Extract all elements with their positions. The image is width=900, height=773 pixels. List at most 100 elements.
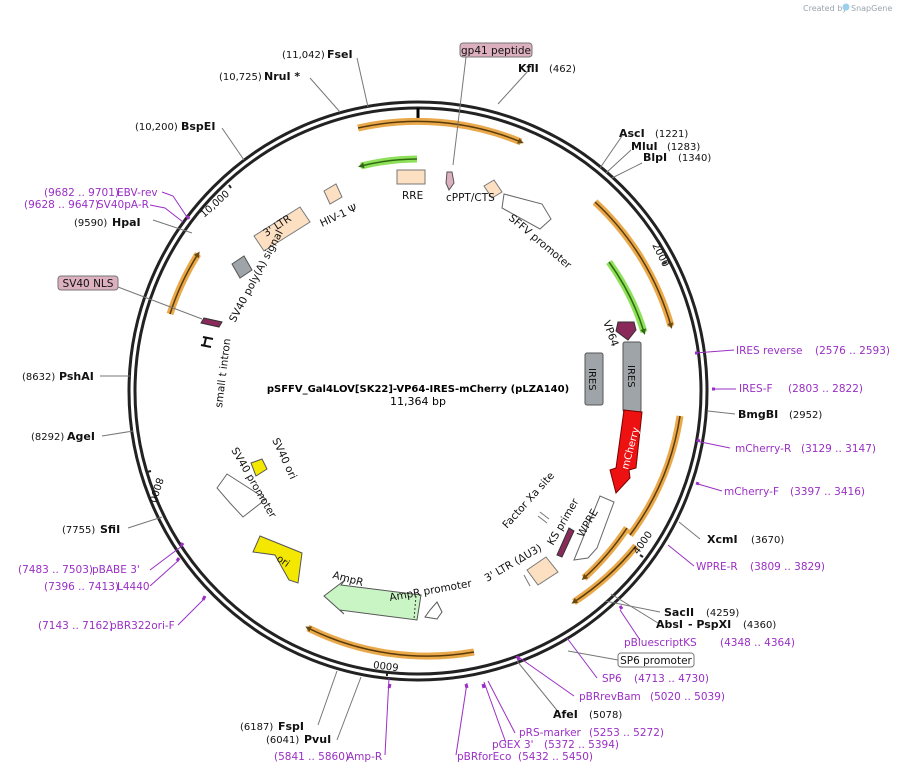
- primer-pbluescriptks-name: pBluescriptKS: [624, 637, 697, 649]
- cppt-label: cPPT/CTS: [446, 192, 495, 204]
- sp6-promoter-label: SP6 promoter: [620, 655, 692, 667]
- site-pshai-pos: (8632): [22, 372, 55, 383]
- orf-arc-top-line: [357, 120, 524, 144]
- site-hpai-pos: (9590): [74, 218, 107, 229]
- sv40-polya-label: SV40 poly(A) signal: [227, 228, 286, 324]
- site-bspei-name: BspEI: [181, 120, 215, 133]
- rre-box: [396, 169, 426, 185]
- site-bmgbi-name: BmgBI: [738, 408, 778, 421]
- site-afei-name: AfeI: [553, 708, 578, 721]
- hiv-psi-box: [323, 183, 343, 205]
- sv40nls-label: SV40 NLS: [63, 278, 114, 290]
- site-asci-name: AscI: [619, 127, 645, 140]
- vp64-arrow: [615, 321, 637, 341]
- primer-mcherry-r-range: (3129 .. 3147): [801, 443, 876, 455]
- site-fspi-name: FspI: [278, 720, 304, 733]
- orf-arc-green-right-line: [608, 261, 646, 335]
- small-t-intron-a: [202, 336, 214, 340]
- ires-fwd-label: IRES: [625, 365, 636, 388]
- site-agei-pos: (8292): [31, 432, 64, 443]
- primer-sv40pa-r-name: SV40pA-R: [97, 199, 149, 211]
- sv40-nls-marker: [200, 317, 223, 328]
- primer-leaders: [149, 191, 736, 756]
- primer-pbrrevbam-name: pBRrevBam: [579, 691, 641, 703]
- orf-arc-bottom-line: [305, 626, 475, 657]
- primer-amp-r-range: (5841 .. 5860): [274, 751, 349, 763]
- primer-ires-reverse-range: (2576 .. 2593): [815, 345, 890, 357]
- orf-arc-left: [166, 252, 201, 316]
- primer-ires-f-range: (2803 .. 2822): [788, 383, 863, 395]
- credit-prefix: Created by: [803, 4, 847, 13]
- ltr3-du3-box: [526, 556, 559, 586]
- primer-ticks: [175, 215, 715, 689]
- primer-sv40pa-r-range: (9628 .. 9647): [24, 199, 99, 211]
- site-nrui-name: NruI *: [264, 70, 300, 83]
- primer-mcherry-f-range: (3397 .. 3416): [790, 486, 865, 498]
- primer-ires-f-name: IRES-F: [739, 383, 773, 395]
- primer-pbr322ori-f-range: (7143 .. 7162): [38, 620, 113, 632]
- site-kfli-pos: (462): [549, 64, 576, 75]
- sv40-ori-box: [250, 458, 268, 477]
- orf-arc-left-line: [169, 251, 200, 315]
- cppt-cts-box: [483, 179, 503, 199]
- ltr3-box: [253, 206, 311, 252]
- primer-ebv-rev-name: EBV-rev: [117, 187, 158, 199]
- site-sacii-name: SacII: [664, 606, 694, 619]
- ampr-promoter-arrow: [424, 601, 443, 620]
- primer-sp6-range: (4713 .. 4730): [634, 673, 709, 685]
- sv40-polya-signal: [231, 255, 253, 279]
- primer-l4440-range: (7396 .. 7413): [44, 581, 119, 593]
- ks-primer-feature: [556, 527, 575, 558]
- primer-wpre-r-range: (3809 .. 3829): [750, 561, 825, 573]
- site-afei-pos: (5078): [589, 710, 622, 721]
- site-kfli-name: KflI: [518, 62, 539, 75]
- restriction-sites: (11,042) FseI (10,725) NruI * (10,200) B…: [22, 48, 822, 746]
- smallt-label: small t intron: [213, 338, 233, 409]
- ampr-arrow: [323, 579, 422, 621]
- primer-prs-marker-range: (5253 .. 5272): [589, 727, 664, 739]
- primer-mcherry-f-name: mCherry-F: [724, 486, 779, 498]
- ires-rev-box: [584, 352, 604, 406]
- site-bmgbi-pos: (2952): [789, 410, 822, 421]
- gp41-box: [459, 42, 533, 58]
- backbone-outer: [127, 100, 709, 682]
- orf-arc-top: [357, 117, 523, 146]
- site-bspei-pos: (10,200): [135, 122, 178, 133]
- primer-pbrforeco-name: pBRforEco: [457, 751, 511, 763]
- factor-xa-site-b: [537, 515, 548, 524]
- primer-labels: (9682 .. 9701) EBV-rev (9628 .. 9647) SV…: [18, 187, 890, 763]
- site-agei-name: AgeI: [67, 430, 95, 443]
- sv40-promoter-arrow: [216, 473, 267, 518]
- small-t-intron-b: [200, 344, 212, 348]
- site-asci-pos: (1221): [655, 129, 688, 140]
- site-pvui-name: PvuI: [304, 733, 331, 746]
- primer-prs-marker-name: pRS-marker: [519, 727, 582, 739]
- plasmid-length: 11,364 bp: [390, 395, 446, 408]
- orf-arc-right-bottom-line: [571, 545, 637, 604]
- primer-pbrrevbam-range: (5020 .. 5039): [650, 691, 725, 703]
- credit-brand: SnapGene: [851, 4, 892, 13]
- sv40ori-label: SV40 ori: [269, 436, 299, 481]
- snapgene-logo-icon: [842, 3, 850, 11]
- site-pvui-pos: (6041): [266, 735, 299, 746]
- site-pspxi-name: - PspXI: [688, 618, 731, 631]
- features: [200, 169, 643, 621]
- orf-arc-right-upper-line: [594, 201, 674, 329]
- small-t-intron-c: [203, 337, 207, 347]
- site-blpi-pos: (1340): [678, 153, 711, 164]
- mcherry-arrow: [609, 409, 643, 495]
- tick-6000: 6000: [373, 658, 400, 672]
- site-xcmi-pos: (3670): [751, 535, 784, 546]
- ampr-promoter-label: AmpR promoter: [388, 578, 473, 604]
- orf-arc-wpre-line: [581, 527, 628, 581]
- hiv-label: HIV-1 Ψ: [318, 202, 359, 230]
- site-fsei-name: FseI: [327, 48, 353, 61]
- primer-pgex3-range: (5372 .. 5394): [544, 739, 619, 751]
- sffv-promoter-arrow: [501, 193, 552, 230]
- wpre-arrow: [573, 495, 615, 561]
- sv40nls-box: [57, 275, 119, 291]
- orf-arc-bottom: [306, 624, 475, 660]
- orf-arc-green-top-line: [358, 158, 418, 169]
- primer-amp-r-name: Amp-R: [347, 751, 382, 763]
